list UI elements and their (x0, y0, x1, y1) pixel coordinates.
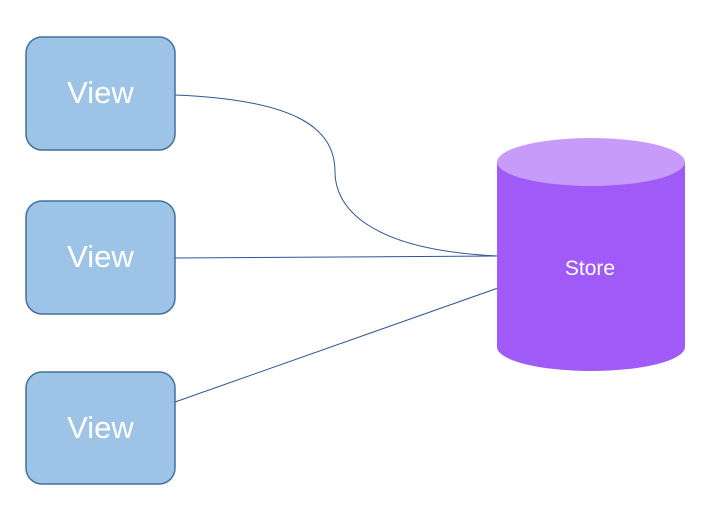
store-cylinder-top (497, 138, 685, 186)
store-cylinder-body (497, 162, 685, 371)
view-box-2 (25, 200, 176, 315)
view-node-1: View (25, 36, 176, 151)
view-label-2: View (67, 239, 134, 274)
store-label: Store (565, 257, 615, 280)
store-node: Store (497, 138, 685, 371)
view-node-3: View (25, 371, 176, 485)
view-label-1: View (67, 75, 134, 110)
view-box-3 (25, 371, 176, 485)
view-box-1 (25, 36, 176, 151)
view-label-3: View (67, 410, 134, 445)
connector-view-2-store (174, 255, 499, 259)
connector-view-3-store (174, 287, 499, 403)
view-node-2: View (25, 200, 176, 315)
connector-view-1-store (174, 94, 499, 257)
